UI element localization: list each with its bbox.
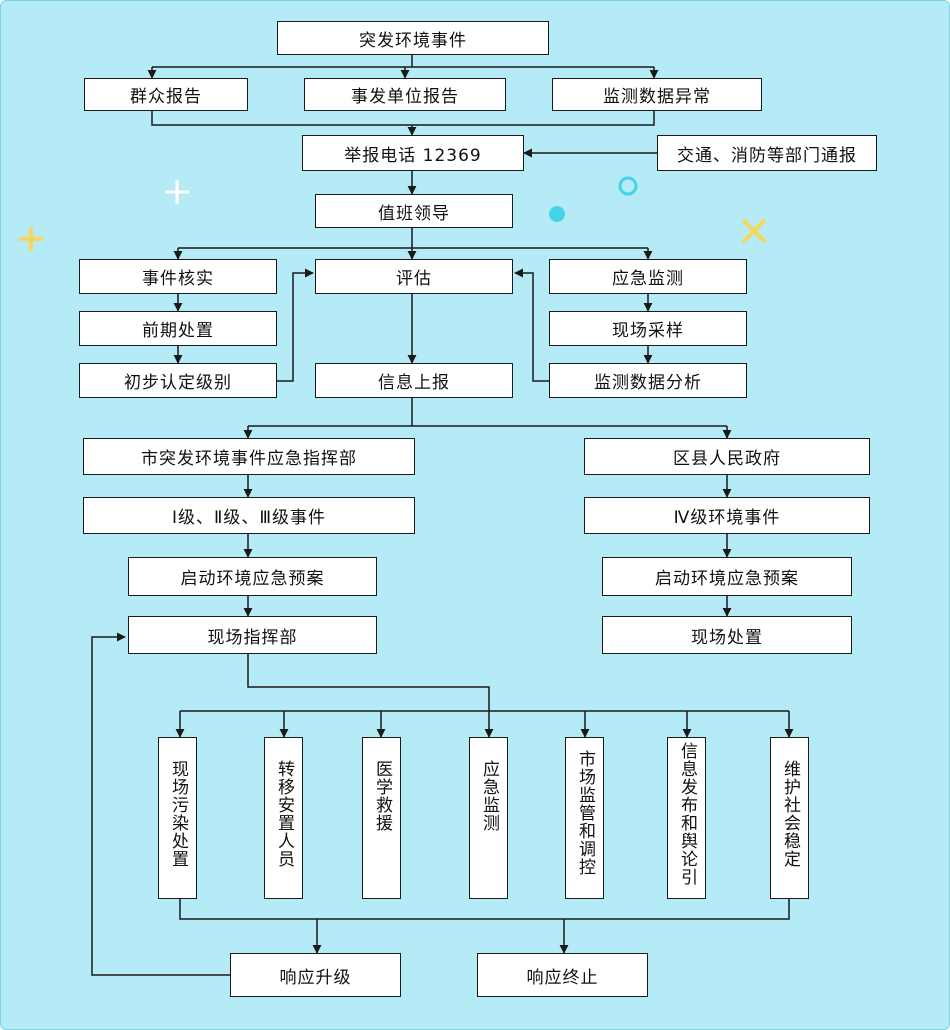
task-label: 维护社会稳定 [780, 760, 800, 868]
task-box: 信息发布和舆论引 [667, 737, 706, 899]
level-1-3-box: Ⅰ级、Ⅱ级、Ⅲ级事件 [83, 497, 415, 534]
task-box: 转移安置人员 [264, 737, 303, 899]
initial-handling-box: 前期处置 [79, 311, 277, 346]
grade-confirm-box: 初步认定级别 [79, 363, 277, 398]
task-label: 现场污染处置 [168, 760, 188, 868]
task-box: 医学救援 [362, 737, 401, 899]
sampling-box: 现场采样 [549, 311, 747, 346]
task-label: 应急监测 [479, 760, 499, 832]
task-box: 应急监测 [469, 737, 508, 899]
district-gov-box: 区县人民政府 [584, 438, 870, 475]
unit-report-box: 事发单位报告 [304, 78, 506, 111]
sparkle-x-icon [741, 218, 767, 244]
task-label: 医学救援 [372, 760, 392, 832]
task-box: 现场污染处置 [158, 737, 197, 899]
site-handling-box: 现场处置 [602, 616, 852, 654]
event-box: 突发环境事件 [277, 21, 549, 55]
dept-notice-box: 交通、消防等部门通报 [657, 135, 877, 171]
verify-box: 事件核实 [79, 259, 277, 294]
hotline-box: 举报电话 12369 [302, 135, 524, 171]
level-4-box: Ⅳ级环境事件 [584, 497, 870, 534]
assess-box: 评估 [315, 259, 513, 294]
data-analysis-box: 监测数据分析 [549, 363, 747, 398]
sparkle-plus-icon [19, 227, 43, 251]
plan-right-box: 启动环境应急预案 [602, 557, 852, 596]
ring-icon [618, 176, 638, 196]
plan-left-box: 启动环境应急预案 [128, 557, 377, 596]
sparkle-cross-icon [165, 180, 189, 204]
public-report-box: 群众报告 [84, 78, 248, 111]
task-box: 市场监管和调控 [565, 737, 604, 899]
task-label: 信息发布和舆论引 [677, 742, 697, 886]
task-label: 市场监管和调控 [575, 750, 595, 876]
upgrade-box: 响应升级 [230, 953, 401, 997]
duty-leader-box: 值班领导 [315, 194, 513, 228]
task-box: 维护社会稳定 [770, 737, 809, 899]
task-label: 转移安置人员 [274, 760, 294, 868]
info-report-box: 信息上报 [315, 363, 513, 398]
city-command-box: 市突发环境事件应急指挥部 [83, 438, 415, 475]
terminate-box: 响应终止 [477, 953, 648, 997]
site-command-box: 现场指挥部 [128, 616, 377, 654]
emergency-monitor-box: 应急监测 [549, 259, 747, 294]
monitor-anomaly-box: 监测数据异常 [552, 78, 762, 111]
dot-icon [549, 206, 565, 222]
